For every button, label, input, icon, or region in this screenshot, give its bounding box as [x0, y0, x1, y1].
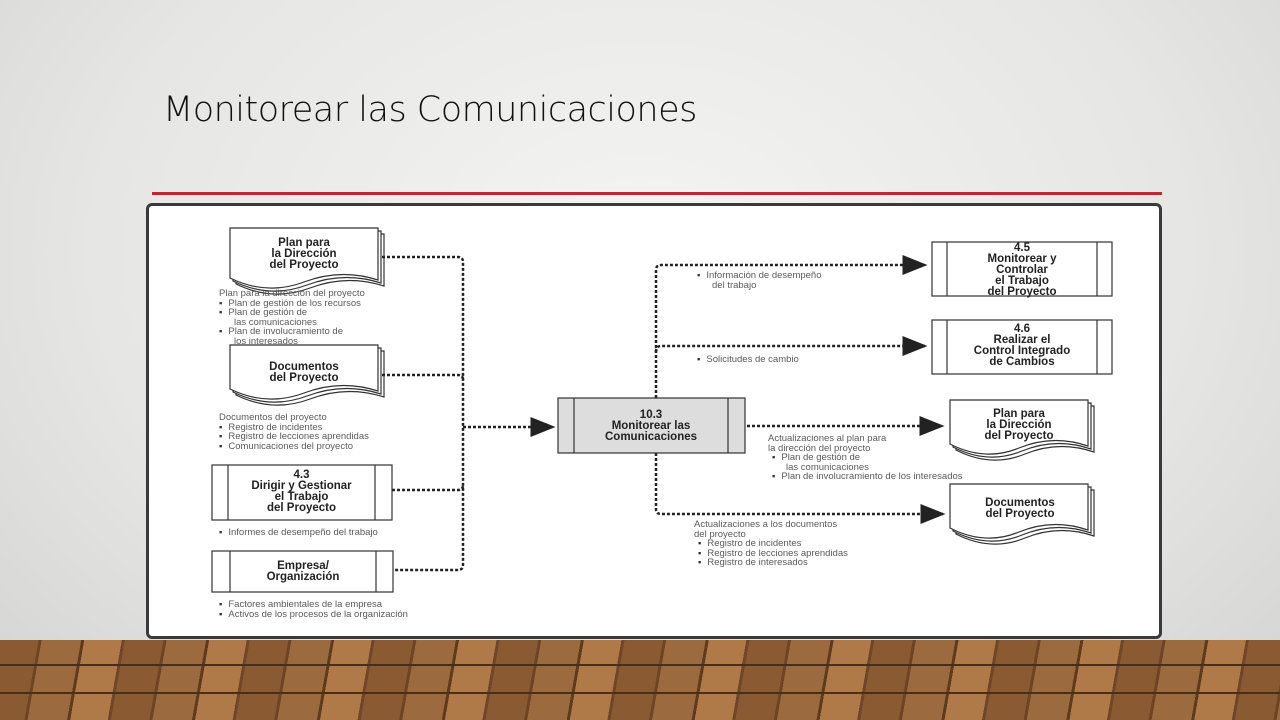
list-heading: la dirección del proyecto — [768, 442, 871, 454]
title-line: Dirigir y Gestionar — [251, 480, 352, 492]
title-line: del Proyecto — [984, 430, 1054, 442]
title-line: Control Integrado — [973, 345, 1071, 357]
title-line: 10.3 — [639, 409, 663, 421]
process-shape-10-3 — [557, 397, 746, 454]
list-heading: Actualizaciones a los documentos — [694, 519, 838, 530]
title-line: la Dirección — [986, 419, 1052, 431]
title-line: el Trabajo — [995, 275, 1049, 287]
slide-title: Monitorear las Comunicaciones — [163, 90, 697, 130]
title-line: Comunicaciones — [604, 431, 698, 443]
title-line: Monitorear y — [987, 253, 1057, 265]
list-item: Solicitudes de cambio — [697, 355, 798, 365]
process-shape-4-6 — [931, 319, 1113, 375]
list-item: Activos de los procesos de la organizaci… — [219, 609, 408, 620]
title-line: del Proyecto — [269, 372, 339, 384]
title-line: 4.6 — [1014, 323, 1030, 335]
list-item: Informes de desempeño del trabajo — [219, 528, 377, 538]
output-plan-list: Actualizaciones al plan para la direcció… — [768, 434, 963, 482]
list-heading: del proyecto — [694, 528, 746, 540]
title-line: Organización — [266, 571, 340, 583]
title-line: 4.3 — [293, 469, 310, 481]
title-line: Empresa/ — [277, 560, 329, 572]
title-line: Plan para — [993, 408, 1045, 420]
input-docs-list: Documentos del proyecto Registro de inci… — [219, 413, 369, 451]
title-line: del Proyecto — [987, 286, 1057, 298]
title-line: de Cambios — [989, 356, 1055, 368]
list-item: Información de desempeño — [697, 271, 821, 281]
list-item: Factores ambientales de la empresa — [219, 600, 408, 610]
list-item: Registro de incidentes — [694, 539, 848, 549]
output-docs-list: Actualizaciones a los documentos del pro… — [694, 520, 848, 568]
process-shape-empresa — [211, 550, 394, 593]
list-item: los interesados — [234, 335, 298, 347]
title-line: 4.5 — [1014, 242, 1030, 254]
title-line: Documentos — [269, 361, 339, 373]
title-line: Controlar — [996, 264, 1048, 276]
input-empresa-list: Factores ambientales de la empresa Activ… — [219, 600, 408, 619]
list-item: Comunicaciones del proyecto — [219, 441, 369, 452]
input-empresa-title: Empresa/Organización — [230, 560, 376, 583]
list-item: Plan de gestión de los recursos — [219, 298, 365, 309]
output-4-6-list: Solicitudes de cambio — [697, 355, 798, 365]
list-item: Registro de lecciones aprendidas — [219, 432, 368, 442]
doc-shape-plan-input — [229, 227, 385, 295]
output-4-5-list: Información de desempeño del trabajo — [697, 271, 821, 291]
title-line: el Trabajo — [274, 491, 329, 503]
list-item: Registro de lecciones aprendidas — [694, 548, 847, 559]
title-line: del Proyecto — [266, 502, 337, 514]
input-plan-list: Plan para la dirección del proyecto Plan… — [219, 289, 365, 346]
doc-shape-docs-output — [949, 483, 1095, 545]
list-item: las comunicaciones — [234, 316, 317, 328]
doc-shape-docs-input — [229, 344, 385, 406]
title-line: Monitorear las — [611, 420, 691, 432]
title-line: Documentos — [985, 497, 1055, 509]
title-line: Realizar el — [993, 334, 1051, 346]
title-line: del Proyecto — [269, 259, 339, 271]
wood-floor-decoration — [0, 640, 1280, 720]
list-item: del trabajo — [712, 279, 757, 291]
list-heading: Documentos del proyecto — [219, 412, 327, 423]
title-divider — [152, 192, 1162, 195]
list-item: Plan de involucramiento de — [219, 327, 365, 337]
list-heading: Actualizaciones al plan para — [768, 433, 887, 444]
list-item: Plan de gestión de — [219, 308, 365, 318]
title-line: Plan para — [278, 237, 330, 249]
title-line: la Dirección — [271, 248, 337, 260]
input-4-3-list: Informes de desempeño del trabajo — [219, 528, 377, 538]
process-shape-4-3 — [211, 464, 393, 521]
dotted-connectors — [382, 255, 946, 572]
doc-shape-plan-output — [949, 399, 1095, 461]
process-shape-4-5 — [931, 241, 1113, 297]
list-item: Plan de gestión de — [768, 453, 963, 463]
list-item: Registro de incidentes — [219, 422, 369, 433]
title-line: del Proyecto — [985, 508, 1055, 520]
list-item: las comunicaciones — [786, 461, 869, 473]
list-heading: Plan para la dirección del proyecto — [219, 288, 365, 299]
list-item: Registro de interesados — [694, 558, 848, 568]
list-item: Plan de involucramiento de los interesad… — [768, 472, 962, 482]
